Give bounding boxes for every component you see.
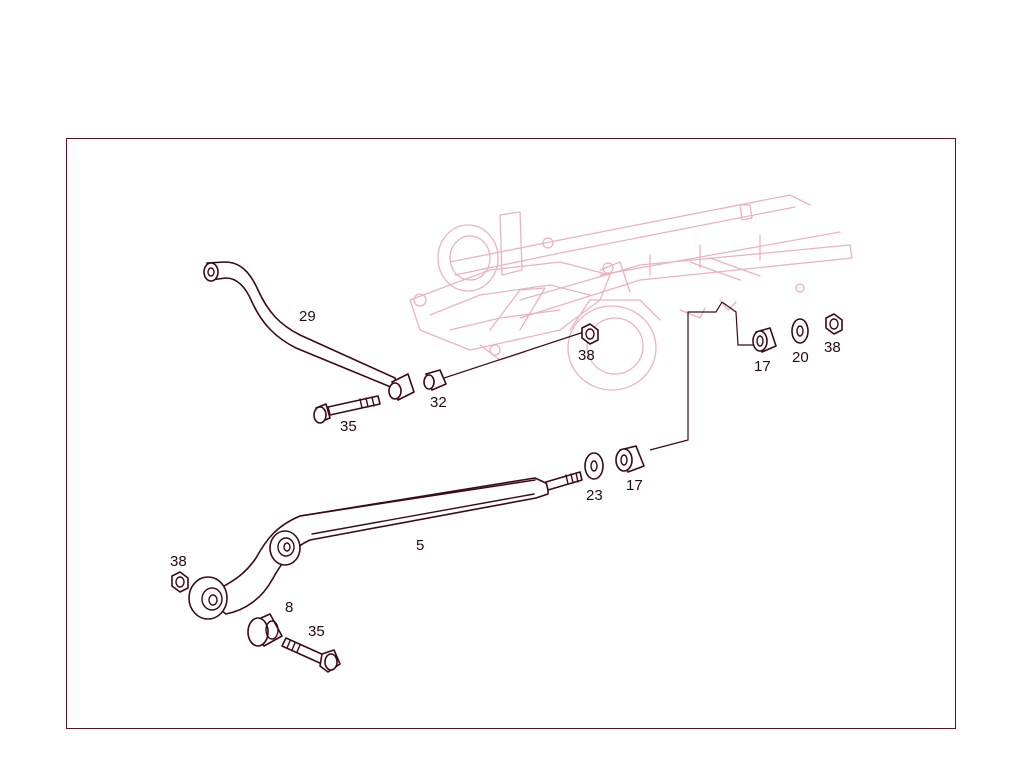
callout-32: 32 <box>430 394 447 411</box>
diagram-frame <box>66 138 956 729</box>
part-17-bushing-top <box>752 327 777 353</box>
part-23-washer <box>584 452 604 480</box>
callout-38-right: 38 <box>824 339 841 356</box>
callout-17-mid: 17 <box>626 477 643 494</box>
part-35-bolt-top <box>313 395 381 424</box>
part-35-bolt-bottom <box>281 637 341 673</box>
callout-8: 8 <box>285 599 293 616</box>
part-8-bushing <box>247 613 283 647</box>
callout-38-top: 38 <box>578 347 595 364</box>
part-38-nut-top <box>581 323 599 345</box>
callout-23: 23 <box>586 487 603 504</box>
part-38-nut-left <box>171 571 189 593</box>
vehicle-frame-ghost <box>409 194 853 391</box>
callout-5: 5 <box>416 537 424 554</box>
leader-lines <box>431 301 755 451</box>
part-38-nut-right <box>825 313 843 335</box>
callout-labels: 29 38 32 35 17 20 38 23 17 5 38 8 35 <box>170 308 841 640</box>
part-29-strut-rod <box>203 261 415 401</box>
callout-29: 29 <box>299 308 316 325</box>
callout-35-bottom: 35 <box>308 623 325 640</box>
callout-17-top: 17 <box>754 358 771 375</box>
callout-38-left: 38 <box>170 553 187 570</box>
part-32-bushing <box>423 369 447 391</box>
part-5-control-arm <box>188 471 583 620</box>
part-20-washer <box>791 318 809 344</box>
part-17-bushing-mid <box>615 445 645 473</box>
callout-20: 20 <box>792 349 809 366</box>
callout-35-top: 35 <box>340 418 357 435</box>
